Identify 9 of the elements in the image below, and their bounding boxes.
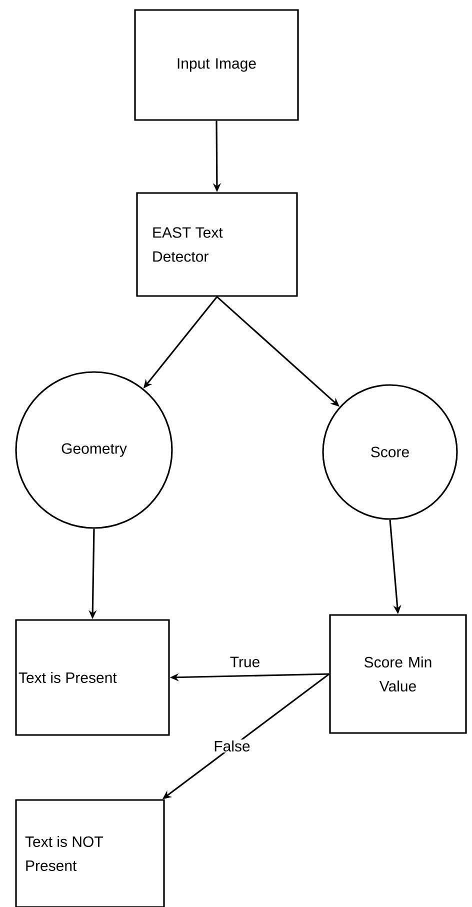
process-box: Score Min Value [329,614,467,734]
process-box: Text is NOT Present [15,799,165,907]
process-box: Text is Present [15,619,170,736]
edge-label: True [228,656,262,668]
process-box: EAST Text Detector [136,192,298,297]
edge-label: False [212,740,252,753]
circle-node: Geometry [15,371,173,529]
process-box: Input Image [134,9,299,121]
circle-node: Score [322,384,458,520]
